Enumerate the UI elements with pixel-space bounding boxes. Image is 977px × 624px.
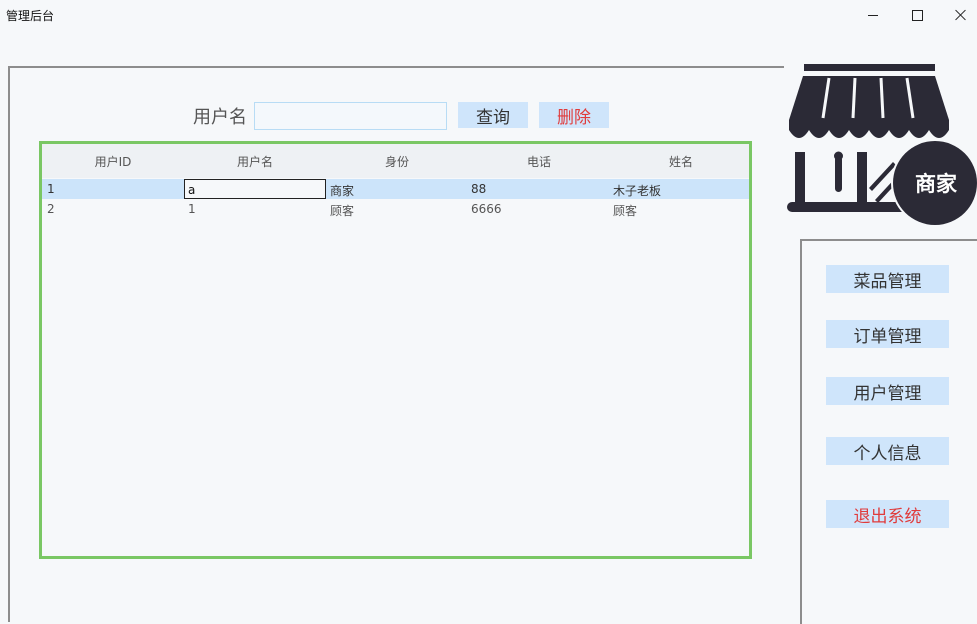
username-label: 用户名	[193, 107, 247, 128]
minimize-icon	[868, 14, 878, 16]
window-title: 管理后台	[6, 9, 55, 23]
cell-phone: 6666	[471, 202, 502, 216]
cell-role: 顾客	[330, 204, 355, 218]
close-icon	[955, 9, 967, 21]
column-header-role[interactable]: 身份	[384, 155, 409, 169]
maximize-button[interactable]	[894, 0, 940, 30]
sidebar-item-dish-management[interactable]: 菜品管理	[826, 265, 949, 293]
maximize-icon	[911, 9, 923, 21]
minimize-button[interactable]	[850, 0, 896, 30]
username-search-input[interactable]	[254, 102, 447, 130]
main-panel	[8, 66, 784, 622]
merchant-logo: 商家	[785, 62, 977, 232]
table-row[interactable]: 1 a 商家 88 木子老板	[42, 179, 749, 199]
close-button[interactable]	[938, 0, 977, 30]
cell-user-id: 2	[47, 202, 55, 216]
exit-system-button[interactable]: 退出系统	[826, 500, 949, 528]
table-header: 用户ID 用户名 身份 电话 姓名	[42, 144, 749, 178]
sidebar-panel	[800, 239, 977, 624]
cell-user-id: 1	[47, 182, 55, 196]
column-header-user-id[interactable]: 用户ID	[94, 155, 132, 169]
cell-phone: 88	[471, 182, 487, 196]
query-button[interactable]: 查询	[458, 102, 528, 128]
cell-name: 顾客	[613, 204, 638, 218]
cell-role: 商家	[330, 184, 355, 198]
delete-button[interactable]: 删除	[539, 102, 609, 128]
user-table: 用户ID 用户名 身份 电话 姓名 1 a 商家 88 木子老板 2 1 顾客 …	[39, 141, 752, 559]
table-row[interactable]: 2 1 顾客 6666 顾客	[42, 199, 749, 219]
column-header-name[interactable]: 姓名	[668, 155, 693, 169]
title-bar: 管理后台	[0, 0, 977, 30]
sidebar-item-user-management[interactable]: 用户管理	[826, 377, 949, 405]
column-header-phone[interactable]: 电话	[526, 155, 551, 169]
cell-username-editing[interactable]: a	[184, 179, 326, 199]
cell-username: 1	[188, 202, 196, 216]
merchant-badge-text: 商家	[915, 172, 958, 196]
sidebar-item-personal-info[interactable]: 个人信息	[826, 437, 949, 465]
column-header-username[interactable]: 用户名	[236, 155, 273, 169]
sidebar-item-order-management[interactable]: 订单管理	[826, 320, 949, 348]
storefront-icon: 商家	[787, 64, 977, 227]
cell-name: 木子老板	[613, 184, 662, 198]
